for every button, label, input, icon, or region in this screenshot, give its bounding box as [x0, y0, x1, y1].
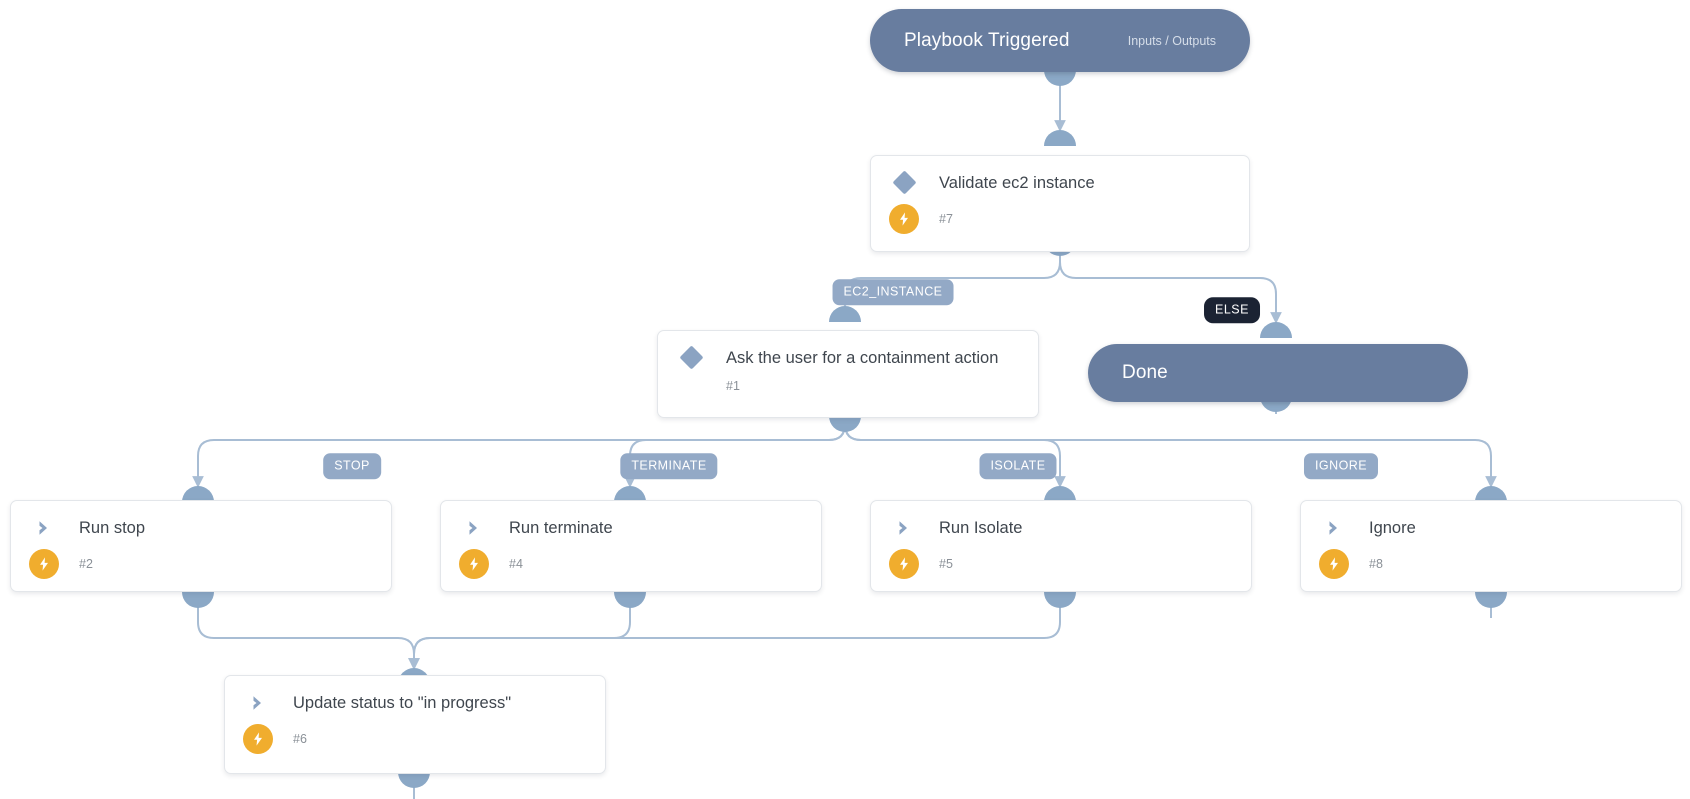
card-footer: #5: [871, 541, 1251, 591]
node-number: #4: [509, 556, 523, 571]
handle-run-terminate-in[interactable]: [614, 486, 646, 502]
edge-label-terminate[interactable]: TERMINATE: [620, 453, 718, 479]
node-label: Ignore: [1369, 519, 1416, 537]
card-footer: #8: [1301, 541, 1681, 591]
handle-ignore-out[interactable]: [1475, 592, 1507, 608]
edge-label-ignore[interactable]: IGNORE: [1303, 453, 1379, 479]
card-footer: #4: [441, 541, 821, 591]
edge-label-else[interactable]: ELSE: [1204, 297, 1260, 323]
node-number: #8: [1369, 556, 1383, 571]
bolt-icon: [29, 548, 59, 579]
handle-done-in[interactable]: [1260, 322, 1292, 338]
card-footer: #2: [11, 541, 391, 591]
node-label: Run stop: [79, 519, 146, 537]
handle-ask-user-in[interactable]: [829, 306, 861, 322]
node-playbook-triggered[interactable]: Playbook Triggered Inputs / Outputs: [870, 9, 1250, 72]
chevron-right-icon: [1319, 519, 1349, 537]
node-inputs-outputs-link[interactable]: Inputs / Outputs: [1127, 33, 1216, 48]
node-validate-ec2-instance[interactable]: Validate ec2 instance #7: [870, 155, 1250, 252]
card-header: Run stop: [11, 501, 391, 541]
bolt-icon: [243, 723, 273, 754]
handle-ask-user-out[interactable]: [829, 416, 861, 432]
diamond-icon: [889, 170, 919, 195]
handle-update-status-out[interactable]: [398, 772, 430, 788]
bolt-icon: [889, 548, 919, 579]
bolt-icon: [459, 548, 489, 579]
handle-ignore-in[interactable]: [1475, 486, 1507, 502]
card-header: Run terminate: [441, 501, 821, 541]
node-label: Update status to "in progress": [293, 694, 512, 712]
node-label: Ask the user for a containment action: [726, 349, 999, 367]
node-done[interactable]: Done: [1088, 344, 1468, 402]
node-title: Playbook Triggered: [904, 29, 1070, 51]
card-header: Ignore: [1301, 501, 1681, 541]
edge-label-ec2-instance[interactable]: EC2_INSTANCE: [832, 279, 954, 305]
card-header: Run Isolate: [871, 501, 1251, 541]
handle-run-stop-in[interactable]: [182, 486, 214, 502]
node-run-stop[interactable]: Run stop #2: [10, 500, 392, 592]
chevron-right-icon: [243, 694, 273, 712]
handle-trigger-out[interactable]: [1044, 70, 1076, 86]
node-label: Validate ec2 instance: [939, 174, 1095, 192]
chevron-right-icon: [889, 519, 919, 537]
node-run-isolate[interactable]: Run Isolate #5: [870, 500, 1252, 592]
node-number: #1: [726, 378, 740, 393]
node-ignore[interactable]: Ignore #8: [1300, 500, 1682, 592]
node-title: Done: [1122, 362, 1168, 383]
node-ask-user-containment[interactable]: Ask the user for a containment action #1: [657, 330, 1039, 418]
card-header: Validate ec2 instance: [871, 156, 1249, 196]
card-footer: #1: [658, 371, 1038, 415]
node-label: Run Isolate: [939, 519, 1023, 537]
node-number: #5: [939, 556, 953, 571]
edge-label-isolate[interactable]: ISOLATE: [979, 453, 1057, 479]
node-label: Run terminate: [509, 519, 613, 537]
handle-validate-in[interactable]: [1044, 130, 1076, 146]
card-header: Ask the user for a containment action: [658, 331, 1038, 371]
node-run-terminate[interactable]: Run terminate #4: [440, 500, 822, 592]
node-number: #6: [293, 731, 307, 746]
chevron-right-icon: [459, 519, 489, 537]
chevron-right-icon: [29, 519, 59, 537]
node-number: #7: [939, 211, 953, 226]
card-header: Update status to "in progress": [225, 676, 605, 716]
handle-run-isolate-in[interactable]: [1044, 486, 1076, 502]
handle-run-isolate-out[interactable]: [1044, 592, 1076, 608]
diamond-icon: [676, 345, 706, 370]
bolt-icon: [889, 203, 919, 234]
node-update-status[interactable]: Update status to "in progress" #6: [224, 675, 606, 774]
card-footer: #7: [871, 196, 1249, 248]
node-number: #2: [79, 556, 93, 571]
card-footer: #6: [225, 716, 605, 768]
edge-label-stop[interactable]: STOP: [323, 453, 381, 479]
bolt-icon: [1319, 548, 1349, 579]
handle-run-terminate-out[interactable]: [614, 592, 646, 608]
handle-run-stop-out[interactable]: [182, 592, 214, 608]
